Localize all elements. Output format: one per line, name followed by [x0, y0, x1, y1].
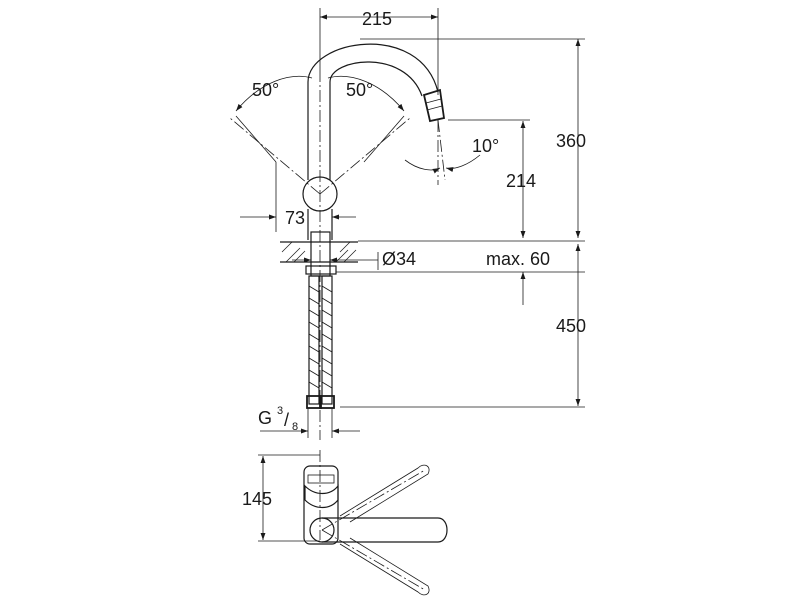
dim-spout-reach: 215 [362, 9, 392, 29]
supply-hoses [306, 275, 335, 409]
dim-outlet-height: 214 [506, 171, 536, 191]
dim-angle-right: 50° [346, 80, 373, 100]
lever-angle-lines [229, 75, 411, 195]
dim-lever-offset: 73 [285, 208, 305, 228]
dim-hole-diameter: Ø34 [382, 249, 416, 269]
thread-g: G [258, 408, 272, 428]
faucet-side-view [302, 43, 446, 440]
faucet-plan-view [258, 450, 448, 596]
spout-angle-marks [404, 119, 481, 185]
dim-thread-size: G 3 / 8 [258, 405, 298, 433]
dim-hose-length: 450 [556, 316, 586, 336]
dim-spout-angle: 10° [472, 136, 499, 156]
thread-denominator: 8 [292, 421, 298, 433]
countertop-section [280, 231, 358, 277]
spout-nozzle [422, 88, 446, 123]
dim-max-thickness: max. 60 [486, 249, 550, 269]
thread-slash: / [284, 410, 289, 430]
dim-total-height: 360 [556, 131, 586, 151]
dim-angle-left: 50° [252, 80, 279, 100]
dim-plan-depth: 145 [242, 489, 272, 509]
thread-numerator: 3 [277, 405, 283, 417]
dimension-lines [240, 8, 585, 438]
